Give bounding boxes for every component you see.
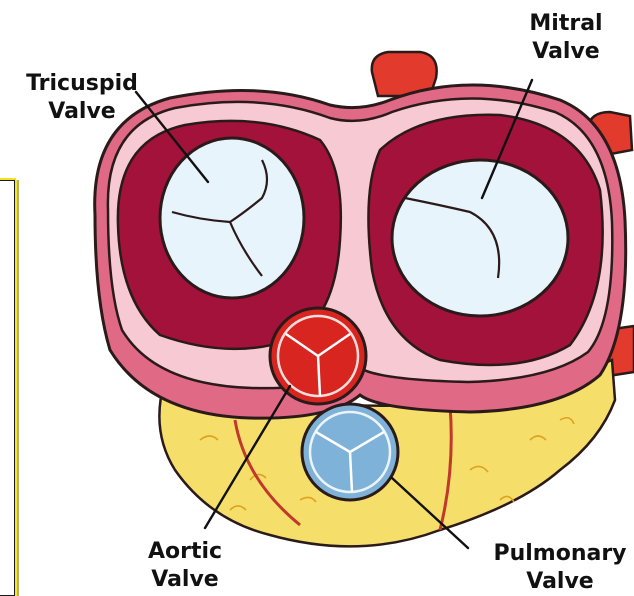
mitral-label-line1: Mitral	[529, 11, 602, 36]
tricuspid-valve	[160, 138, 304, 298]
mitral-valve	[392, 160, 568, 316]
mitral-label-line2: Valve	[532, 39, 599, 64]
tricuspid-label-line2: Valve	[48, 99, 115, 124]
aortic-label-line1: Aortic	[148, 539, 222, 564]
aortic-label-line2: Valve	[151, 567, 218, 592]
pulmonary-label-line1: Pulmonary	[493, 541, 626, 566]
tricuspid-label-line1: Tricuspid	[26, 71, 138, 96]
pulmonary-label-line2: Valve	[526, 569, 593, 594]
